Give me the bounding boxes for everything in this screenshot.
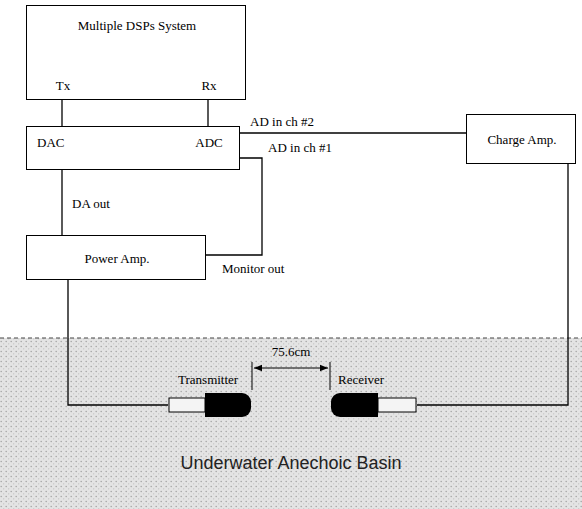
box-label: Charge Amp.: [487, 132, 556, 147]
transducer-shape: [168, 392, 252, 418]
signal-wire: [68, 280, 168, 405]
box-label: Power Amp.: [85, 251, 150, 266]
signal-wire: [417, 164, 568, 405]
port-label: DAC: [37, 135, 64, 150]
transducer-label: Receiver: [338, 372, 384, 387]
signal-wire: [206, 158, 262, 255]
signal-wire: [61, 170, 62, 235]
dimension-arrow: [254, 367, 328, 368]
dimension-tick: [252, 362, 253, 390]
transducer-head: [205, 393, 223, 417]
transducer-head: [331, 393, 378, 417]
transducer-shape: [330, 392, 417, 418]
port-label: Tx: [56, 78, 70, 93]
transducer-transmitter: Transmitter: [168, 392, 252, 418]
water-surface: [0, 338, 582, 339]
signal-wire: [207, 100, 208, 126]
amplifier-box: Charge Amp.: [466, 114, 576, 164]
signal-label: AD in ch #2: [250, 114, 314, 129]
transducer-head: [205, 393, 251, 417]
box-title: Multiple DSPs System: [78, 18, 196, 33]
signal-label: Monitor out: [222, 261, 284, 276]
port-label: ADC: [195, 135, 222, 150]
dsp-system-box: Multiple DSPs SystemTx Rx: [26, 5, 246, 100]
converter-box: DAC ADC: [26, 126, 240, 170]
transducer-head: [360, 393, 378, 417]
signal-wire: [61, 100, 62, 126]
dimension-tick: [330, 362, 331, 390]
transducer-housing: [378, 398, 416, 412]
amplifier-box: Power Amp.: [26, 235, 206, 280]
transducer-label: Transmitter: [178, 372, 238, 387]
region-label: Underwater Anechoic Basin: [180, 452, 401, 474]
transducer-housing: [169, 398, 205, 412]
signal-label: DA out: [72, 196, 110, 211]
signal-label: AD in ch #1: [268, 140, 332, 155]
dimension-label: 75.6cm: [272, 344, 311, 359]
signal-wire: [240, 132, 466, 133]
basin-water: [0, 338, 582, 509]
port-label: Rx: [201, 78, 216, 93]
transducer-receiver: Receiver: [330, 392, 417, 418]
